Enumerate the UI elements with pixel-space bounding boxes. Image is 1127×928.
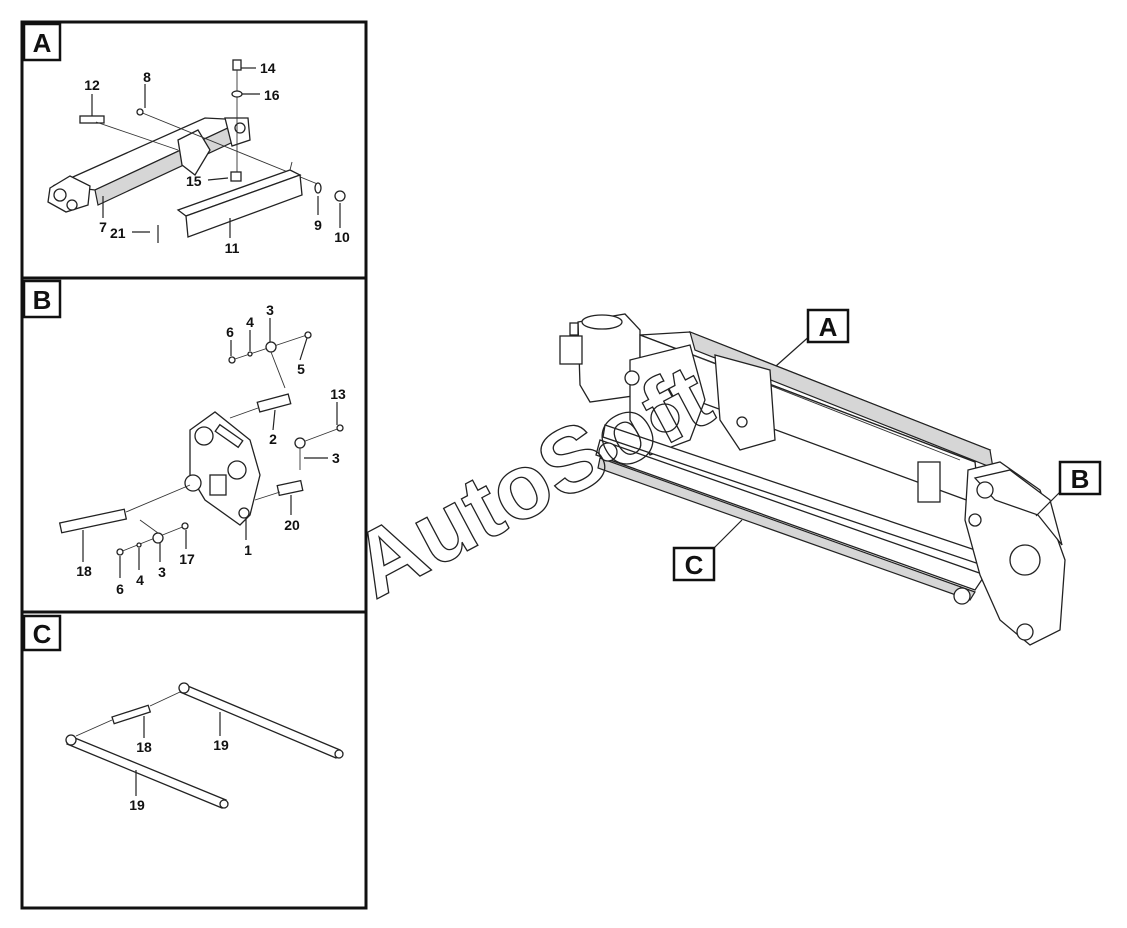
label-3-top: 3 <box>266 302 274 318</box>
label-1: 1 <box>244 542 252 558</box>
part-20-pin <box>276 479 304 497</box>
part-5-bolt <box>304 331 312 339</box>
label-12: 12 <box>84 77 100 93</box>
part-17-bolt <box>181 522 189 530</box>
label-17: 17 <box>179 551 195 567</box>
label-2: 2 <box>269 431 277 447</box>
part-10-nut <box>334 190 346 202</box>
callout-c-box <box>672 546 716 582</box>
part-2-pin <box>256 393 292 413</box>
label-6-bottom: 6 <box>116 581 124 597</box>
part-3-bracket-bottom <box>152 532 164 544</box>
part-13-bolt <box>336 424 344 432</box>
part-11-plate <box>176 161 303 238</box>
label-14: 14 <box>260 60 276 76</box>
part-18-pin <box>58 508 128 534</box>
part-6-nut-bottom <box>116 548 124 556</box>
label-16: 16 <box>264 87 280 103</box>
part-19-rod-upper <box>178 682 344 759</box>
label-20: 20 <box>284 517 300 533</box>
part-15-spacer <box>230 171 242 182</box>
part-8-bolt <box>136 108 144 116</box>
callout-b-box <box>1058 460 1102 496</box>
label-18: 18 <box>76 563 92 579</box>
panel-a-label: A <box>33 28 52 58</box>
label-11: 11 <box>225 240 240 256</box>
label-19-upper: 19 <box>213 737 229 753</box>
part-9-washer <box>314 182 322 194</box>
callout-b-label: B <box>1071 464 1090 494</box>
main-assembly: A B C <box>559 308 1102 646</box>
label-9: 9 <box>314 217 322 233</box>
label-4-bottom: 4 <box>136 572 144 588</box>
label-13: 13 <box>330 386 346 402</box>
part-19-rod-lower <box>65 734 229 809</box>
callout-a-label: A <box>819 312 838 342</box>
part-3-bracket-right <box>294 437 306 449</box>
panel-c: C 18 19 19 <box>20 610 368 910</box>
panel-b: B <box>20 276 368 614</box>
label-5: 5 <box>297 361 305 377</box>
label-6-top: 6 <box>226 324 234 340</box>
part-16-washer <box>231 90 243 98</box>
part-3-bracket-top <box>265 341 277 353</box>
part-4-washer-bottom <box>136 542 142 548</box>
panel-a: A <box>20 20 368 280</box>
label-7: 7 <box>99 219 107 235</box>
label-4-top: 4 <box>246 314 254 330</box>
part-18-pin <box>111 704 152 725</box>
label-15: 15 <box>186 173 202 189</box>
label-18: 18 <box>136 739 152 755</box>
label-8: 8 <box>143 69 151 85</box>
part-1-plate <box>184 411 261 526</box>
part-7-beam <box>47 117 251 213</box>
panel-c-label: C <box>33 619 52 649</box>
label-3-right: 3 <box>332 450 340 466</box>
part-4-washer-top <box>247 351 253 357</box>
part-12-pin <box>79 115 105 124</box>
label-19-lower: 19 <box>129 797 145 813</box>
label-10: 10 <box>334 229 350 245</box>
callout-c-label: C <box>685 550 704 580</box>
part-6-nut-top <box>228 356 236 364</box>
label-21: 21 <box>110 225 126 241</box>
panel-b-label: B <box>33 285 52 315</box>
label-3-bottom: 3 <box>158 564 166 580</box>
part-14-bolt <box>232 59 242 71</box>
callout-a-box <box>806 308 850 344</box>
